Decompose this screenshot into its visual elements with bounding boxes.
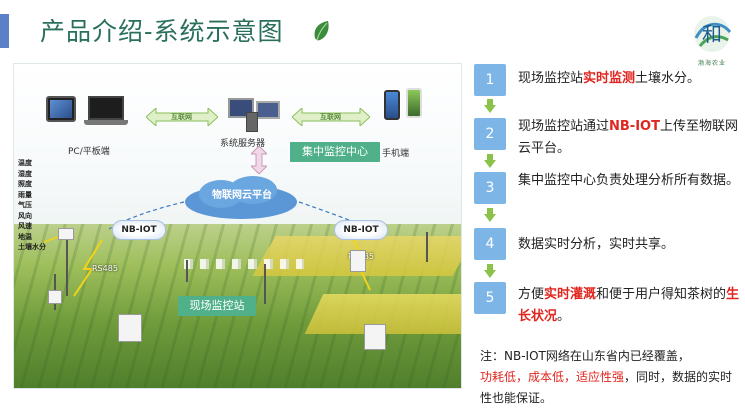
page-title: 产品介绍-系统示意图 (40, 17, 284, 46)
double-arrow-icon (292, 108, 370, 126)
control-cabinet (350, 250, 366, 272)
sensor-item: 湿度 (18, 169, 32, 178)
server-label: 系统服务器 (220, 139, 266, 149)
system-diagram: PC/平板端 系统服务器 手机端 互联网 互联网 集中监控中心 物联网云平台 N… (13, 63, 462, 389)
sensor-pole (186, 260, 188, 282)
server-icon (224, 98, 284, 132)
step-number: 3 (474, 172, 506, 204)
solar-panel (48, 290, 62, 304)
sensor-pole (426, 232, 428, 262)
control-cabinet (118, 314, 142, 342)
vertical-double-arrow-icon (251, 146, 267, 174)
double-arrow-icon (146, 108, 218, 126)
internet-label: 互联网 (171, 113, 192, 121)
step-text: 集中监控中心负责处理分析所有数据。 (518, 173, 740, 188)
sensor-pole (66, 234, 68, 296)
down-arrow-icon (484, 264, 496, 278)
laptop-icon (84, 96, 128, 126)
nbiot-badge: NB-IOT (112, 220, 166, 240)
monitoring-center-label: 集中监控中心 (290, 142, 380, 162)
svg-text:和: 和 (702, 22, 722, 46)
step-text: 现场监控站实时监测土壤水分。 (518, 71, 701, 86)
tablet-icon (46, 96, 76, 122)
sensor-item: 地温 (18, 232, 32, 241)
phone-icon (406, 88, 422, 118)
leaf-icon (314, 21, 329, 41)
phone-icon (384, 90, 400, 120)
step-number: 1 (474, 64, 506, 96)
company-logo: 和 (694, 16, 732, 52)
down-arrow-icon (484, 208, 496, 222)
village-houses (184, 259, 304, 269)
down-arrow-icon (484, 99, 496, 113)
sensor-item: 风向 (18, 211, 32, 220)
sensor-item: 气压 (18, 201, 32, 209)
down-arrow-icon (484, 154, 496, 168)
rs485-label: RS485 (92, 264, 118, 273)
sensor-item: 土壤水分 (18, 243, 46, 251)
sensor-pole (264, 264, 266, 304)
phone-label: 手机端 (382, 149, 410, 159)
sensor-list: 温度 湿度 照度 雨量 气压 风向 风速 地温 土壤水分 (18, 158, 48, 253)
sensor-item: 照度 (18, 180, 32, 188)
step-text: 方便实时灌溉和便于用户得知茶树的生长状况。 (518, 287, 740, 324)
cloud-platform-label: 物联网云平台 (212, 190, 272, 201)
step-number: 2 (474, 118, 506, 150)
pc-label: PC/平板端 (68, 147, 110, 157)
connection-lines (43, 201, 371, 297)
sensor-item: 温度 (18, 159, 32, 167)
sensor-box (58, 228, 74, 240)
control-cabinet (364, 324, 386, 350)
internet-label: 互联网 (320, 113, 341, 121)
step-text: 数据实时分析，实时共享。 (518, 237, 675, 252)
footnote: 注：NB-IOT网络在山东省内已经覆盖，功耗低，成本低，适应性强，同时，数据的实… (480, 349, 733, 405)
logo-caption: 渤海农业 (697, 60, 726, 67)
title-accent-bar (0, 14, 9, 48)
field-station-label: 现场监控站 (178, 296, 256, 316)
cloud-icon (185, 176, 297, 219)
step-text: 现场监控站通过NB-IOT上传至物联网云平台。 (518, 119, 738, 156)
step-number: 4 (474, 228, 506, 260)
nbiot-badge: NB-IOT (334, 220, 388, 240)
sensor-item: 风速 (18, 222, 32, 230)
step-number: 5 (474, 282, 506, 314)
sensor-item: 雨量 (18, 190, 32, 199)
